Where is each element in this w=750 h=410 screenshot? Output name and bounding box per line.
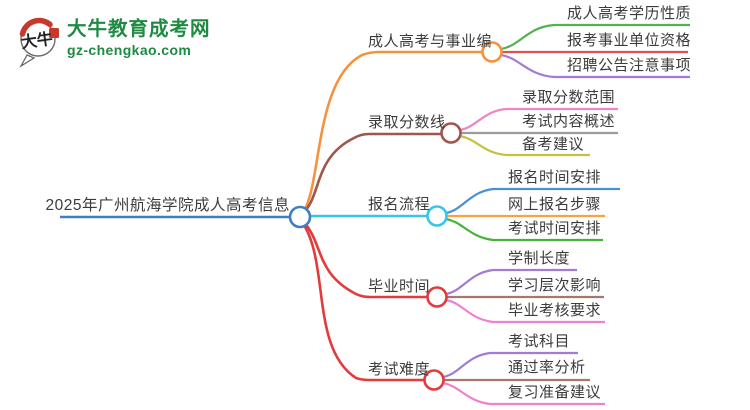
- subtopic-2-3-label[interactable]: 备考建议: [522, 136, 585, 153]
- site-logo[interactable]: 大牛 大牛教育成考网 gz-chengkao.com: [14, 13, 211, 69]
- branch-3-toggle[interactable]: [426, 205, 448, 227]
- subtopic-5-3-label[interactable]: 复习准备建议: [508, 384, 602, 401]
- subtopic-3-3-label[interactable]: 考试时间安排: [508, 220, 602, 237]
- site-name: 大牛教育成考网: [67, 18, 211, 40]
- branch-1-toggle[interactable]: [481, 41, 503, 63]
- root-node-toggle[interactable]: [288, 205, 312, 229]
- subtopic-4-1-label[interactable]: 学制长度: [508, 250, 571, 267]
- subtopic-2-2-label[interactable]: 考试内容概述: [522, 113, 616, 130]
- branch-5-toggle[interactable]: [423, 369, 445, 391]
- branch-2-label[interactable]: 录取分数线: [368, 114, 446, 131]
- branch-5-child-1-line: [442, 351, 578, 379]
- subtopic-1-2-label[interactable]: 报考事业单位资格: [567, 32, 692, 49]
- branch-2-toggle[interactable]: [440, 122, 462, 144]
- subtopic-4-3-label[interactable]: 毕业考核要求: [508, 302, 602, 319]
- branch-4-child-3-line: [445, 298, 605, 324]
- root-node-label[interactable]: 2025年广州航海学院成人高考信息: [45, 197, 290, 214]
- branch-1-label[interactable]: 成人高考与事业编: [368, 33, 493, 50]
- branch-5-child-3-line: [442, 381, 605, 406]
- subtopic-2-1-label[interactable]: 录取分数范围: [522, 89, 616, 106]
- subtopic-5-1-label[interactable]: 考试科目: [508, 333, 571, 350]
- subtopic-1-3-label[interactable]: 招聘公告注意事项: [567, 57, 692, 74]
- branch-4-label[interactable]: 毕业时间: [368, 278, 431, 295]
- subtopic-5-2-label[interactable]: 通过率分析: [508, 359, 586, 376]
- subtopic-3-1-label[interactable]: 报名时间安排: [508, 169, 602, 186]
- branch-2-child-3-line: [459, 134, 590, 157]
- branch-1-child-3-line: [500, 53, 690, 79]
- branch-4-child-1-line: [445, 268, 577, 296]
- speech-bubble-tail: [19, 54, 36, 68]
- branch-1-child-1-line: [500, 23, 690, 51]
- subtopic-4-2-label[interactable]: 学习层次影响: [508, 277, 602, 294]
- branch-3-label[interactable]: 报名流程: [368, 196, 431, 213]
- logo-red-arc: [19, 17, 53, 37]
- branch-4-toggle[interactable]: [426, 286, 448, 308]
- subtopic-3-2-label[interactable]: 网上报名步骤: [508, 196, 602, 213]
- branch-3-child-3-line: [445, 217, 603, 242]
- branch-2-connector: [301, 132, 442, 215]
- logo-bull-icon: 大牛: [19, 17, 59, 68]
- branch-3-child-1-line: [445, 187, 620, 215]
- branch-5-label[interactable]: 考试难度: [368, 361, 431, 378]
- branch-4-connector: [302, 220, 428, 299]
- logo-calligraphy-text: 大牛: [20, 29, 54, 52]
- branch-5-connector: [300, 221, 425, 382]
- branch-2-child-1-line: [459, 107, 618, 132]
- logo-seal-stamp: [49, 28, 59, 38]
- branch-1-connector: [301, 50, 482, 213]
- site-url: gz-chengkao.com: [67, 42, 192, 58]
- subtopic-1-1-label[interactable]: 成人高考学历性质: [567, 5, 692, 22]
